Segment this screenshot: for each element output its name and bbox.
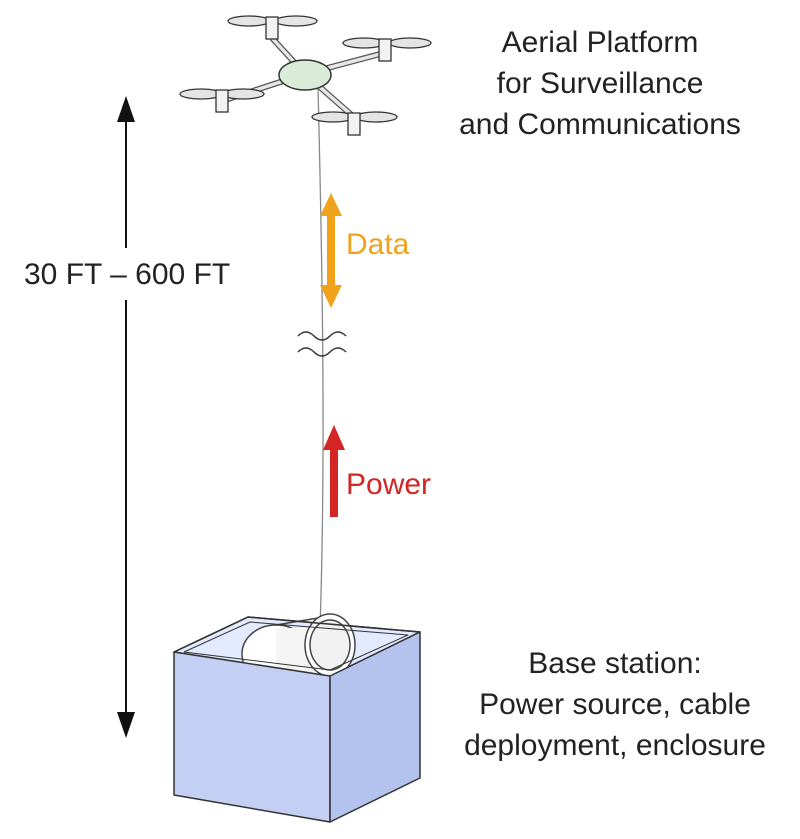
tether-cable	[317, 87, 324, 629]
data-arrow	[320, 193, 342, 308]
height-range-label: 30 FT – 600 FT	[24, 258, 231, 291]
base-caption-line-1: Base station:	[528, 647, 702, 680]
drone-body	[278, 59, 332, 91]
power-arrow	[323, 425, 345, 517]
rotor-top-right	[342, 37, 432, 62]
height-arrow	[117, 96, 135, 738]
aerial-caption-line-1: Aerial Platform	[501, 26, 699, 59]
cable-break-symbol	[297, 331, 347, 357]
rotor-top-left	[227, 15, 318, 40]
data-label: Data	[346, 228, 410, 261]
aerial-platform-caption: Aerial Platform for Surveillance and Com…	[430, 22, 770, 145]
drone	[179, 15, 432, 136]
rotor-bottom-left	[179, 88, 265, 113]
base-caption-line-2: Power source, cable	[479, 688, 751, 721]
rotor-bottom-right	[311, 111, 398, 136]
base-station-caption: Base station: Power source, cable deploy…	[440, 643, 790, 766]
base-caption-line-3: deployment, enclosure	[464, 729, 766, 762]
aerial-caption-line-3: and Communications	[459, 108, 741, 141]
base-station-box	[173, 613, 421, 823]
aerial-caption-line-2: for Surveillance	[496, 67, 704, 100]
power-label: Power	[346, 468, 432, 501]
